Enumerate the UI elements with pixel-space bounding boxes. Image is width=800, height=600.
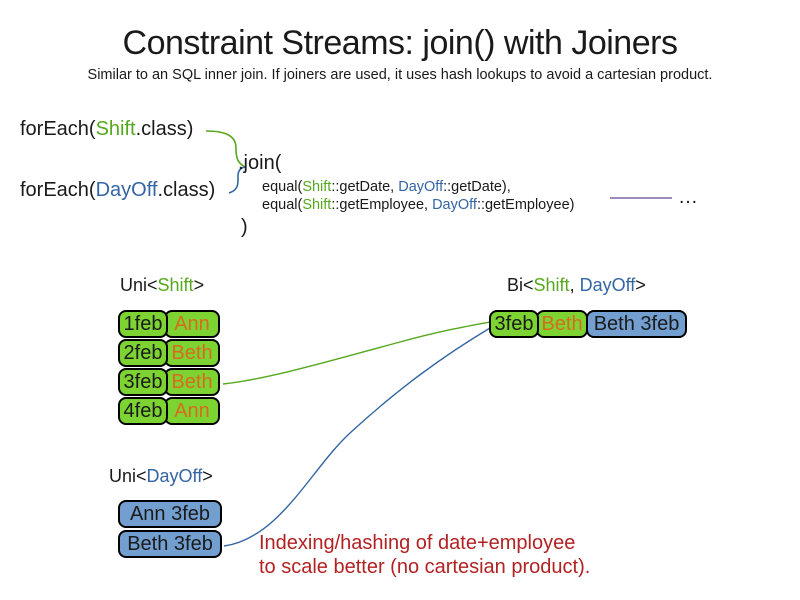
code-text: ::getEmployee) bbox=[476, 197, 575, 213]
uni-dayoff-table: Ann 3feb Beth 3feb bbox=[118, 500, 222, 560]
page-subtitle: Similar to an SQL inner join. If joiners… bbox=[87, 67, 713, 83]
shift-class-token: Shift bbox=[302, 197, 332, 213]
dayoff-class-token: DayOff bbox=[432, 197, 477, 213]
shift-date-cell: 3feb bbox=[489, 310, 539, 338]
code-join-open: .join( bbox=[238, 152, 282, 174]
label-text: > bbox=[193, 275, 205, 295]
dayoff-class-token: DayOff bbox=[95, 179, 158, 201]
shift-date-cell: 3feb bbox=[118, 368, 168, 396]
indexing-annotation: Indexing/hashing of date+employee to sca… bbox=[259, 531, 590, 579]
shift-date-cell: 2feb bbox=[118, 339, 168, 367]
uni-shift-label: Uni<Shift> bbox=[120, 275, 204, 296]
dayoff-pair-cell: Beth 3feb bbox=[118, 530, 222, 558]
code-text: ::getEmployee, bbox=[331, 197, 433, 213]
label-text: > bbox=[635, 275, 646, 295]
shift-to-bi-curve bbox=[222, 321, 491, 385]
dayoff-to-bi-curve bbox=[223, 327, 491, 547]
code-text: .class) bbox=[135, 118, 194, 140]
table-row: 2feb Beth bbox=[118, 339, 220, 367]
more-joiners-ellipsis: … bbox=[678, 186, 698, 208]
code-foreach-dayoff: forEach(DayOff.class) bbox=[20, 179, 215, 202]
uni-shift-table: 1feb Ann 2feb Beth 3feb Beth 4feb Ann bbox=[118, 310, 220, 426]
dayoff-class-token: DayOff bbox=[398, 179, 444, 195]
label-text: Bi< bbox=[507, 275, 534, 295]
code-join-close: ) bbox=[241, 216, 248, 238]
code-foreach-shift: forEach(Shift.class) bbox=[20, 118, 193, 141]
code-text: forEach( bbox=[20, 179, 96, 201]
code-text: ::getDate, bbox=[331, 179, 399, 195]
code-text: equal( bbox=[262, 197, 303, 213]
shift-employee-cell: Beth bbox=[164, 368, 220, 396]
label-text: > bbox=[202, 466, 213, 486]
annotation-line: to scale better (no cartesian product). bbox=[259, 556, 591, 578]
dayoff-pair-cell: Beth 3feb bbox=[586, 310, 687, 338]
label-text: Uni< bbox=[120, 275, 158, 295]
label-text: , bbox=[569, 275, 580, 295]
code-joiner-date: equal(Shift::getDate, DayOff::getDate), bbox=[262, 179, 511, 195]
table-row: 4feb Ann bbox=[118, 397, 220, 425]
table-row: 1feb Ann bbox=[118, 310, 220, 338]
shift-date-cell: 4feb bbox=[118, 397, 168, 425]
code-joiner-employee: equal(Shift::getEmployee, DayOff::getEmp… bbox=[262, 197, 574, 213]
shift-employee-cell: Beth bbox=[164, 339, 220, 367]
shift-employee-cell: Ann bbox=[164, 310, 220, 338]
table-row: 3feb Beth bbox=[118, 368, 220, 396]
bi-label: Bi<Shift, DayOff> bbox=[507, 275, 646, 296]
shift-date-cell: 1feb bbox=[118, 310, 168, 338]
code-text: .class) bbox=[157, 179, 216, 201]
shift-employee-cell: Beth bbox=[536, 310, 588, 338]
shift-employee-cell: Ann bbox=[164, 397, 220, 425]
shift-class-token: Shift bbox=[95, 118, 136, 140]
code-text: ::getDate), bbox=[443, 179, 511, 195]
annotation-line: Indexing/hashing of date+employee bbox=[259, 532, 576, 554]
page-title: Constraint Streams: join() with Joiners bbox=[122, 24, 678, 62]
shift-class-token: Shift bbox=[533, 275, 570, 295]
uni-dayoff-label: Uni<DayOff> bbox=[109, 466, 213, 487]
shift-class-token: Shift bbox=[157, 275, 194, 295]
bi-result-row: 3feb Beth Beth 3feb bbox=[489, 310, 800, 338]
code-text: equal( bbox=[262, 179, 303, 195]
shift-class-token: Shift bbox=[302, 179, 332, 195]
label-text: Uni< bbox=[109, 466, 147, 486]
code-text: forEach( bbox=[20, 118, 96, 140]
dayoff-class-token: DayOff bbox=[579, 275, 636, 295]
dayoff-class-token: DayOff bbox=[146, 466, 203, 486]
dayoff-pair-cell: Ann 3feb bbox=[118, 500, 222, 528]
